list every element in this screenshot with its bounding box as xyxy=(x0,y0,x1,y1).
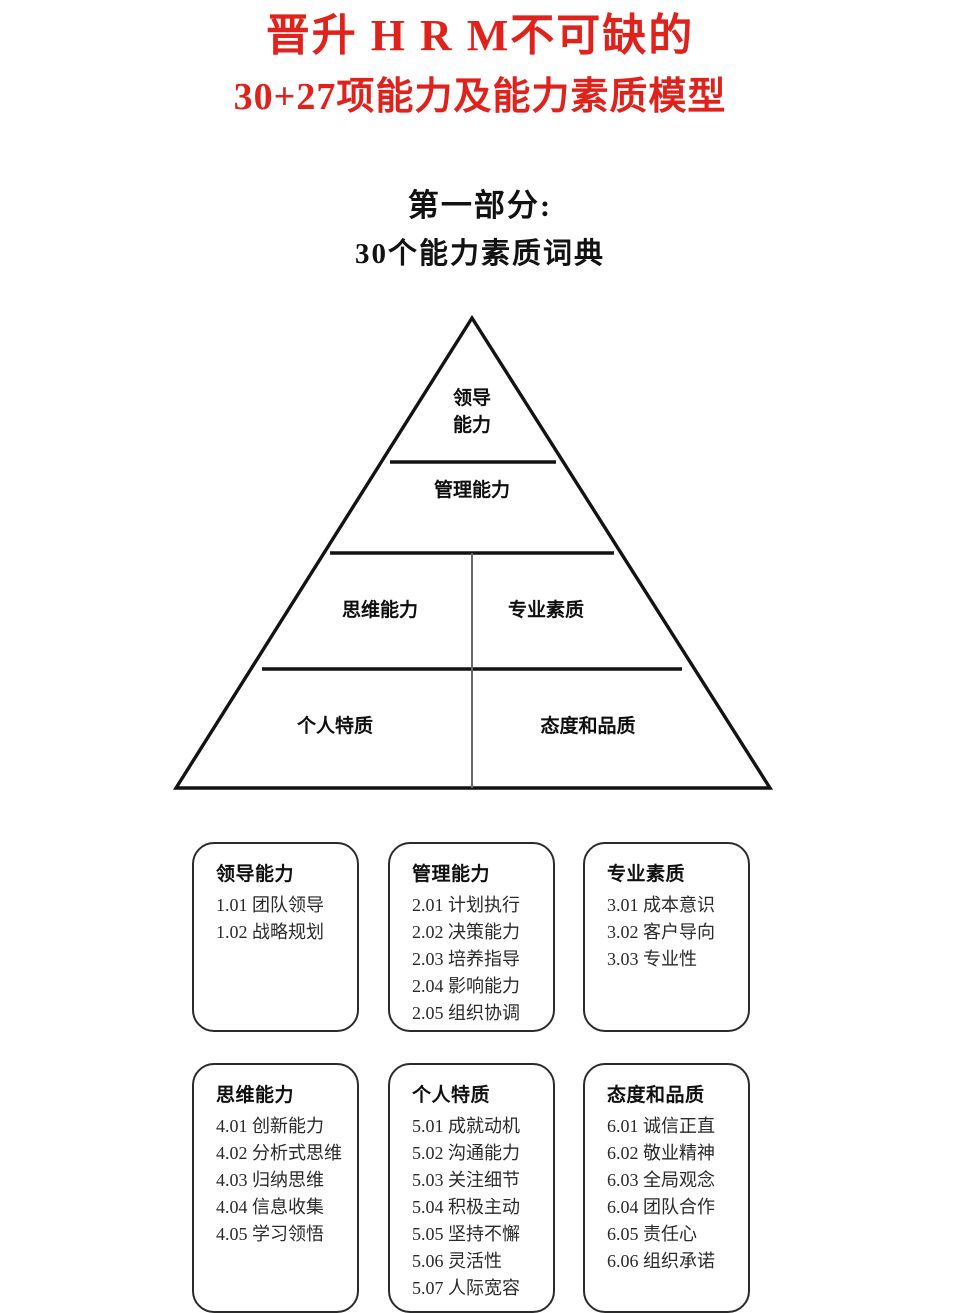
card-item: 3.01 成本意识 xyxy=(607,894,715,915)
card-item: 5.06 灵活性 xyxy=(412,1250,502,1271)
card-item: 6.01 诚信正直 xyxy=(607,1115,715,1136)
card-item: 6.04 团队合作 xyxy=(607,1196,715,1217)
pyramid-label-management: 管理能力 xyxy=(434,478,510,501)
card-item: 2.01 计划执行 xyxy=(412,894,520,915)
card-item: 5.02 沟通能力 xyxy=(412,1142,520,1163)
pyramid-label-attitude: 态度和品质 xyxy=(540,714,635,737)
pyramid-label-leadership-line1: 领导 xyxy=(453,386,491,409)
card-item: 5.01 成就动机 xyxy=(412,1115,520,1136)
card-item: 6.05 责任心 xyxy=(607,1223,697,1244)
card-item: 4.05 学习领悟 xyxy=(216,1223,324,1244)
card-title: 管理能力 xyxy=(412,864,491,885)
card-item: 1.01 团队领导 xyxy=(216,894,324,915)
card-item: 5.05 坚持不懈 xyxy=(412,1223,520,1244)
card-item: 2.05 组织协调 xyxy=(412,1002,520,1023)
page-title-primary: 晋升 H R M不可缺的 xyxy=(265,11,695,60)
pyramid-svg: 领导 能力 管理能力 思维能力 专业素质 个人特质 态度和品质 xyxy=(172,314,774,790)
competency-pyramid: 领导 能力 管理能力 思维能力 专业素质 个人特质 态度和品质 xyxy=(160,305,800,805)
card-title: 专业素质 xyxy=(607,864,686,885)
card-item: 1.02 战略规划 xyxy=(216,921,324,942)
card-item: 5.07 人际宽容 xyxy=(412,1277,520,1298)
card-title: 个人特质 xyxy=(412,1085,491,1106)
card-item: 6.02 敬业精神 xyxy=(607,1142,715,1163)
card-item: 5.03 关注细节 xyxy=(412,1169,520,1190)
competency-card-management[interactable]: 管理能力 2.01 计划执行 2.02 决策能力 2.03 培养指导 2.04 … xyxy=(388,842,555,1032)
section-part-name: 30个能力素质词典 xyxy=(354,237,605,270)
section-subtitle-block: 第一部分: 30个能力素质词典 xyxy=(0,188,960,270)
card-item: 4.01 创新能力 xyxy=(216,1115,324,1136)
card-item: 2.02 决策能力 xyxy=(412,921,520,942)
card-title: 态度和品质 xyxy=(607,1085,705,1106)
card-item: 2.03 培养指导 xyxy=(412,948,520,969)
card-item: 3.03 专业性 xyxy=(607,948,697,969)
competency-card-thinking[interactable]: 思维能力 4.01 创新能力 4.02 分析式思维 4.03 归纳思维 4.04… xyxy=(192,1063,359,1313)
pyramid-label-personal: 个人特质 xyxy=(296,715,373,737)
card-item: 4.03 归纳思维 xyxy=(216,1169,324,1190)
card-item: 5.04 积极主动 xyxy=(412,1196,520,1217)
competency-card-leadership[interactable]: 领导能力 1.01 团队领导 1.02 战略规划 xyxy=(192,842,359,1032)
card-title: 领导能力 xyxy=(216,864,295,885)
card-item: 6.06 组织承诺 xyxy=(607,1250,715,1271)
page-title-secondary: 30+27项能力及能力素质模型 xyxy=(233,76,727,118)
card-item: 2.04 影响能力 xyxy=(412,975,520,996)
card-title: 思维能力 xyxy=(216,1085,295,1106)
card-item: 3.02 客户导向 xyxy=(607,921,715,942)
competency-card-personal[interactable]: 个人特质 5.01 成就动机 5.02 沟通能力 5.03 关注细节 5.04 … xyxy=(388,1063,555,1313)
section-part-label: 第一部分: xyxy=(407,188,553,223)
card-item: 4.02 分析式思维 xyxy=(216,1142,342,1163)
card-item: 6.03 全局观念 xyxy=(607,1169,715,1190)
page-title-block: 晋升 H R M不可缺的 30+27项能力及能力素质模型 xyxy=(0,11,960,118)
competency-card-attitude[interactable]: 态度和品质 6.01 诚信正直 6.02 敬业精神 6.03 全局观念 6.04… xyxy=(583,1063,750,1313)
pyramid-label-professional: 专业素质 xyxy=(508,598,584,621)
card-item: 4.04 信息收集 xyxy=(216,1196,324,1217)
pyramid-label-thinking: 思维能力 xyxy=(342,598,418,621)
pyramid-label-leadership-line2: 能力 xyxy=(453,413,491,436)
competency-card-professional[interactable]: 专业素质 3.01 成本意识 3.02 客户导向 3.03 专业性 xyxy=(583,842,750,1032)
